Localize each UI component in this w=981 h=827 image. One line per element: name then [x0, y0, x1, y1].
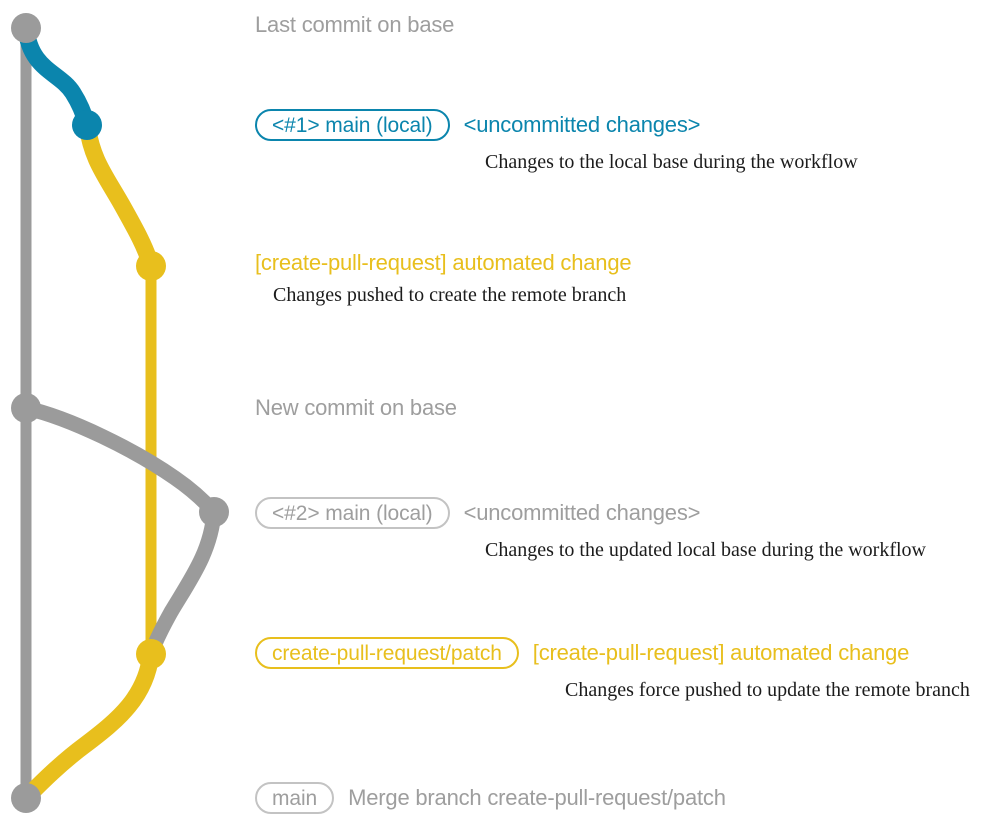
edge-local1-to-remote1 [78, 116, 160, 275]
commit-message: [create-pull-request] automated change [532, 640, 910, 665]
row-main-line: create-pull-request/patch [create-pull-r… [255, 637, 970, 669]
commit-message: <uncommitted changes> [463, 112, 701, 137]
graph-row-automated-change-1: [create-pull-request] automated change C… [255, 250, 632, 306]
commit-message: <uncommitted changes> [463, 500, 701, 525]
commit-node-base-head[interactable] [11, 13, 41, 43]
commit-note: Changes pushed to create the remote bran… [273, 284, 627, 306]
graph-row-new-commit-on-base: New commit on base [255, 397, 457, 419]
row-main-line: [create-pull-request] automated change [255, 250, 632, 275]
commit-node-local-1[interactable] [72, 110, 102, 140]
graph-row-local-1: <#1> main (local) <uncommitted changes> … [255, 109, 858, 173]
ref-badge-main-local-2[interactable]: <#2> main (local) [255, 497, 450, 529]
row-main-line: main Merge branch create-pull-request/pa… [255, 782, 726, 814]
commit-message: Merge branch create-pull-request/patch [348, 785, 726, 810]
edge-remote2-to-merge [17, 645, 160, 807]
row-note-line: Changes to the local base during the wor… [255, 152, 858, 173]
ref-badge-create-pull-request-patch[interactable]: create-pull-request/patch [255, 637, 519, 669]
commit-message: Last commit on base [255, 12, 455, 37]
graph-row-merge: main Merge branch create-pull-request/pa… [255, 782, 726, 814]
commit-message: [create-pull-request] automated change [255, 250, 632, 275]
edge-basenew-to-local2 [18, 400, 222, 520]
row-main-line: <#1> main (local) <uncommitted changes> [255, 109, 858, 141]
commit-note: Changes to the local base during the wor… [485, 151, 858, 173]
commit-node-merge[interactable] [11, 783, 41, 813]
row-note-line: Changes to the updated local base during… [255, 540, 926, 561]
ref-badge-main[interactable]: main [255, 782, 335, 814]
row-main-line: <#2> main (local) <uncommitted changes> [255, 497, 926, 529]
commit-note: Changes force pushed to update the remot… [565, 679, 970, 701]
commit-node-local-2[interactable] [199, 497, 229, 527]
row-main-line: Last commit on base [255, 14, 454, 36]
row-main-line: New commit on base [255, 397, 457, 419]
edge-local2-to-remote2 [143, 504, 222, 662]
ref-badge-main-local-1[interactable]: <#1> main (local) [255, 109, 450, 141]
commit-node-base-new[interactable] [11, 393, 41, 423]
graph-row-automated-change-2: create-pull-request/patch [create-pull-r… [255, 637, 970, 701]
commit-message: New commit on base [255, 395, 457, 420]
graph-row-local-2: <#2> main (local) <uncommitted changes> … [255, 497, 926, 561]
row-note-line: Changes pushed to create the remote bran… [255, 285, 631, 306]
commit-note: Changes to the updated local base during… [485, 539, 926, 561]
commit-node-remote-1[interactable] [136, 251, 166, 281]
commit-node-remote-2[interactable] [136, 639, 166, 669]
graph-row-last-commit-on-base: Last commit on base [255, 14, 454, 36]
edge-base-to-local1 [17, 19, 96, 134]
row-note-line: Changes force pushed to update the remot… [255, 680, 970, 701]
